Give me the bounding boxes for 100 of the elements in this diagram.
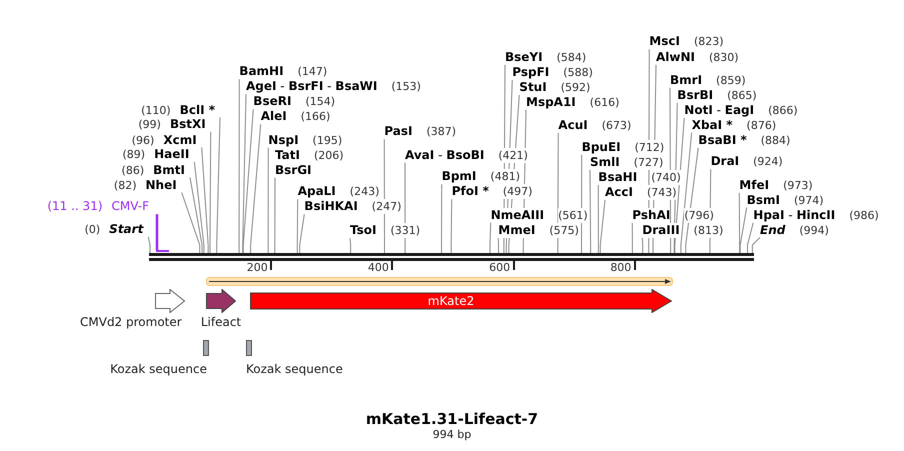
enzyme-name: MmeI: [498, 223, 536, 238]
leader-line: [384, 138, 385, 254]
feature-label: Lifeact: [200, 315, 242, 329]
leader-line: [242, 108, 254, 254]
leader-line: [238, 78, 240, 254]
cut-site-position: (865): [727, 88, 757, 102]
sequence-bar: [148, 253, 754, 261]
leader-line: [156, 214, 158, 250]
enzyme-name: MfeI: [739, 178, 770, 192]
enzyme-name: NspI: [268, 132, 299, 148]
cut-site-position: (866): [768, 102, 798, 118]
leader-line: [557, 132, 559, 254]
cut-site-position: (584): [556, 50, 586, 65]
cut-site-position: (82): [114, 178, 136, 192]
cut-site-position: (859): [716, 72, 746, 88]
cut-site-position: (89): [122, 146, 146, 162]
cut-site-position: (973): [783, 178, 813, 192]
orf-indicator: [206, 277, 673, 286]
leader-line: [148, 236, 150, 254]
cut-site-position: (481): [490, 169, 520, 184]
cut-site-position: (153): [391, 79, 421, 94]
leader-line: [740, 207, 748, 254]
leader-line: [600, 199, 606, 254]
enzyme-name: AccI: [605, 184, 633, 200]
cut-site-position: (796): [684, 208, 714, 222]
enzyme-name: BpmI: [442, 169, 476, 184]
enzyme-name: NheI: [146, 178, 177, 192]
cut-site-position: (974): [794, 192, 824, 208]
leader-line: [632, 222, 633, 254]
leader-line: [598, 184, 599, 254]
leader-line: [190, 177, 203, 254]
leader-line: [498, 238, 499, 254]
cut-site-position: (247): [372, 199, 402, 214]
cut-site-position: (575): [549, 223, 579, 238]
cut-site-position: (592): [560, 80, 590, 95]
gene-feature: [250, 289, 672, 313]
cut-site-position: (206): [314, 148, 344, 162]
feature-label: CMVd2 promoter: [80, 315, 182, 329]
leader-line: [450, 198, 452, 254]
enzyme-name: AcuI: [558, 118, 588, 132]
enzyme-name: TatI: [275, 148, 300, 162]
sequence-end-label: End: [760, 222, 786, 238]
enzyme-name: BsaBI *: [698, 132, 747, 148]
leader-line: [642, 237, 644, 254]
enzyme-name: NotI - EagI: [684, 102, 754, 118]
cut-site-position: (96): [132, 132, 154, 148]
cut-site-position: (147): [298, 64, 328, 80]
cut-site-position: (924): [753, 154, 783, 170]
enzyme-name: BpuEI: [582, 140, 621, 155]
leader-line: [441, 184, 442, 254]
enzyme-name: HpaI - HincII: [753, 208, 836, 222]
enzyme-name: AvaI - BsoBI: [405, 148, 484, 162]
cut-site-position: (813): [694, 222, 724, 238]
leader-line: [210, 131, 212, 254]
leader-line: [752, 237, 760, 254]
feature-label: mKate2: [428, 294, 474, 308]
leader-line: [268, 147, 269, 254]
cut-site-position: (830): [709, 50, 739, 65]
leader-line: [590, 169, 592, 254]
cut-site-position: (588): [563, 64, 593, 80]
primer-site-mark: [156, 250, 169, 252]
cut-site-position: (712): [634, 140, 664, 155]
enzyme-name: AgeI - BsrFI - BsaWI: [246, 79, 378, 94]
enzyme-name: SmlI: [590, 154, 620, 170]
cut-site-position: (86): [122, 162, 144, 178]
leader-line: [350, 238, 352, 254]
leader-line: [747, 222, 754, 254]
cut-site-position: (331): [390, 223, 420, 238]
primer-position: (11 .. 31): [47, 199, 103, 214]
leader-line: [242, 94, 246, 254]
enzyme-name: BsaHI: [598, 170, 638, 185]
cut-site-position: (243): [350, 184, 380, 200]
enzyme-name: BsrGI: [275, 162, 312, 178]
enzyme-name: AlwNI: [656, 50, 695, 65]
leader-line: [296, 198, 298, 254]
cut-site-position: (110): [141, 102, 171, 118]
cut-site-position: (561): [558, 208, 588, 222]
leader-line: [680, 132, 692, 254]
scale-number: 400: [368, 261, 389, 275]
scale-number: 200: [246, 261, 268, 275]
leader-line: [201, 147, 209, 254]
enzyme-name: BseYI: [505, 50, 543, 65]
enzyme-name: BsrBI: [677, 88, 714, 102]
cut-site-position: (876): [746, 118, 776, 132]
scale-number: 800: [610, 261, 632, 275]
cut-site-position: (497): [502, 184, 532, 200]
enzyme-name: PspFI: [512, 64, 550, 80]
cut-site-position: (743): [646, 184, 677, 200]
leader-line: [274, 177, 276, 254]
leader-line: [181, 192, 200, 254]
leader-line: [250, 124, 262, 254]
enzyme-name: DraIII: [642, 222, 680, 238]
cut-site-position: (727): [634, 154, 664, 170]
cut-site-position: (166): [300, 109, 330, 124]
leader-line: [490, 222, 492, 254]
enzyme-name: XbaI *: [692, 118, 733, 132]
leader-line: [738, 192, 740, 254]
leader-line: [216, 117, 220, 254]
enzyme-name: BsmI: [746, 192, 780, 208]
feature-label: Kozak sequence: [110, 362, 207, 376]
